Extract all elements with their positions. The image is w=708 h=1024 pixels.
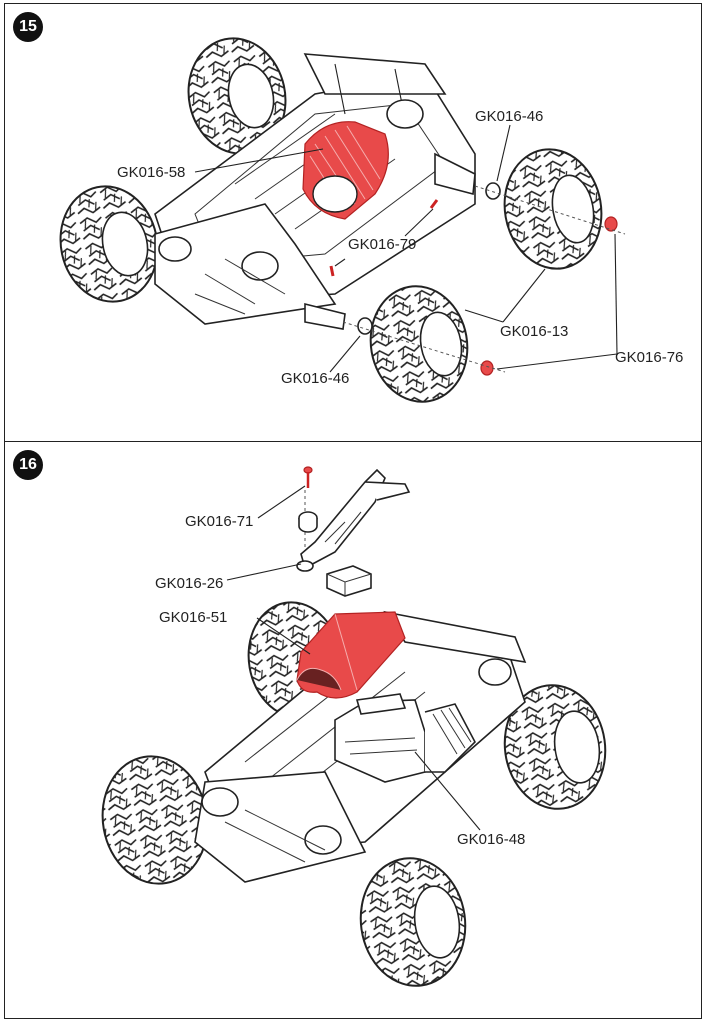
leader-gk016-51 <box>256 617 311 655</box>
wheel-nut-rear <box>604 216 618 232</box>
leader-gk016-13-b <box>464 309 504 323</box>
esc-part <box>334 693 476 783</box>
leader-gk016-76-a <box>614 233 618 355</box>
leader-gk016-48 <box>414 751 481 831</box>
wheel-front-right <box>359 857 467 987</box>
step-16-panel: 16 <box>4 441 702 1019</box>
label-gk016-76: GK016-76 <box>615 349 683 366</box>
label-gk016-13: GK016-13 <box>500 323 568 340</box>
step-16-diagram: GK016-71 GK016-26 GK016-51 GK016-48 <box>101 466 607 987</box>
pin-front <box>329 265 335 277</box>
hex-adapter-rear <box>485 182 501 200</box>
leader-gk016-79-b <box>334 258 346 267</box>
wheel-front-left <box>59 185 159 303</box>
label-gk016-58: GK016-58 <box>117 164 185 181</box>
leader-gk016-13-a <box>502 268 546 323</box>
step-15-diagram: GK016-58 GK016-46 GK016-79 GK016-13 GK01… <box>59 37 683 403</box>
wheel-front-right <box>369 285 469 403</box>
label-gk016-26: GK016-26 <box>155 575 223 592</box>
label-gk016-48: GK016-48 <box>457 831 525 848</box>
label-gk016-46-bottom: GK016-46 <box>281 370 349 387</box>
leader-gk016-71 <box>257 485 306 519</box>
spacer-part <box>298 511 318 533</box>
step-15-panel: 15 <box>4 3 702 443</box>
wheel-rear-right <box>503 148 603 270</box>
label-gk016-71: GK016-71 <box>185 513 253 530</box>
label-gk016-46-top: GK016-46 <box>475 108 543 125</box>
wheel-nut-front <box>480 360 494 376</box>
step-number-badge: 15 <box>13 12 43 42</box>
leader-gk016-79-a <box>404 208 434 237</box>
label-gk016-79: GK016-79 <box>348 236 416 253</box>
leader-gk016-46-bottom <box>329 335 361 373</box>
leader-gk016-58 <box>194 148 324 173</box>
motor-part-highlight <box>302 121 389 220</box>
leader-gk016-46-top <box>496 124 511 182</box>
leader-gk016-26 <box>226 563 302 581</box>
leader-gk016-76-b <box>496 353 618 370</box>
foam-pad-part <box>326 565 372 597</box>
battery-strap-arm <box>296 468 411 572</box>
battery-part-highlight <box>296 611 406 699</box>
label-gk016-51: GK016-51 <box>159 609 227 626</box>
step-number-badge: 16 <box>13 450 43 480</box>
pin-rear <box>429 199 439 209</box>
wheel-rear-right <box>503 684 607 810</box>
hex-adapter-front <box>357 317 373 335</box>
wheel-rear-left <box>187 37 287 155</box>
